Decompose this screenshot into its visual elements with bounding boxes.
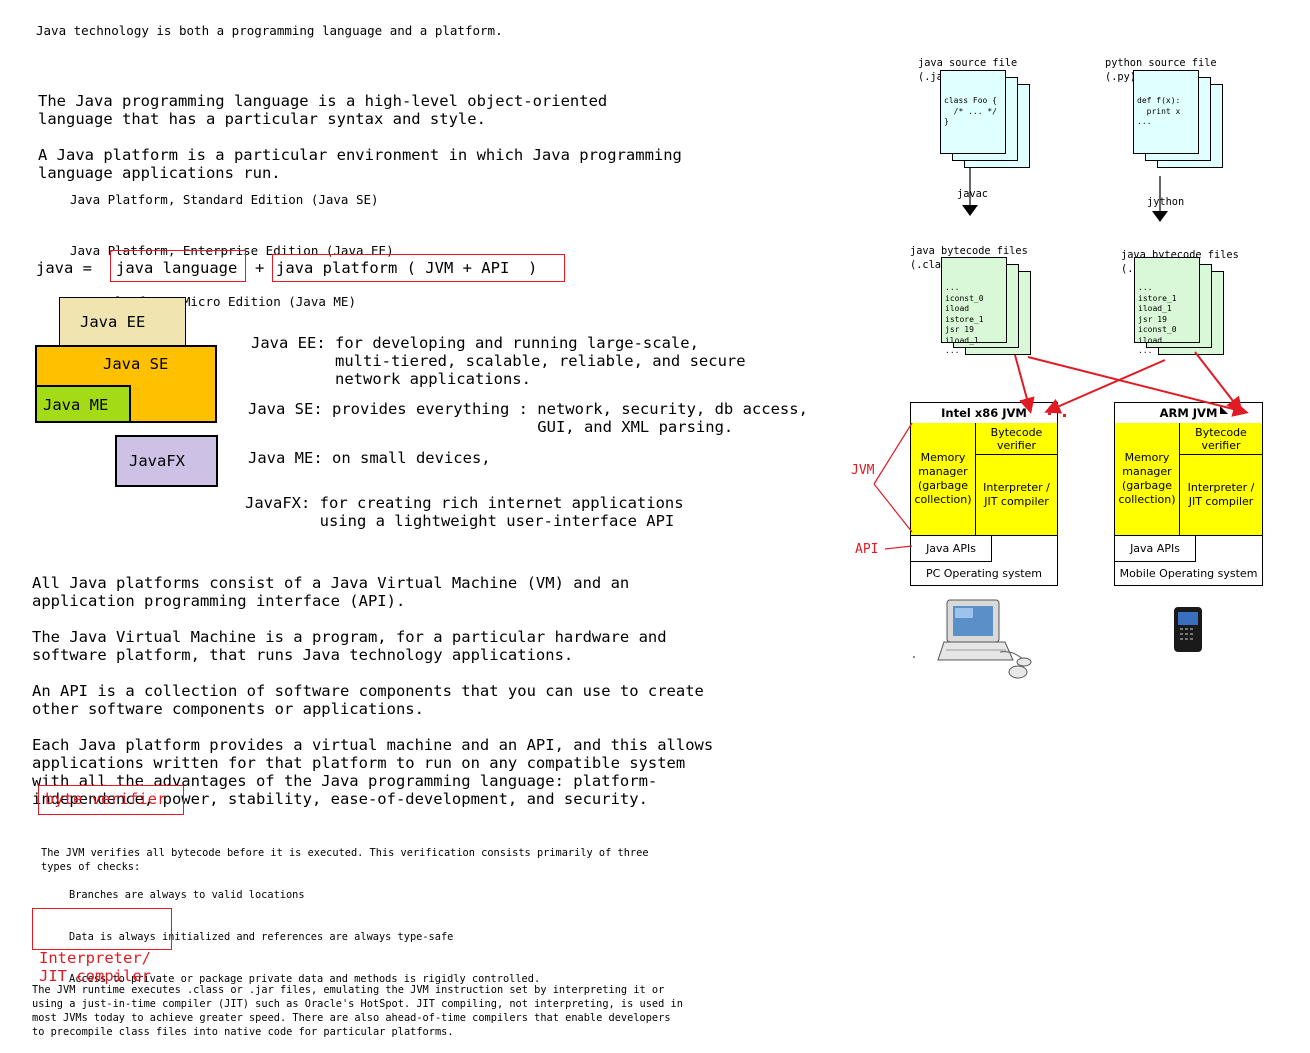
jvm-connector-top: [873, 422, 913, 485]
intel-jvm-stack: Intel x86 JVM Memory manager (garbage co…: [910, 402, 1058, 586]
paragraph-api: An API is a collection of software compo…: [32, 682, 704, 718]
javafx-box: JavaFX: [115, 435, 218, 487]
java-to-arm-arrow: [1027, 356, 1249, 417]
java-me-box: Java ME: [35, 385, 131, 423]
jvm-label: JVM: [851, 463, 875, 478]
paragraph-jvm: The Java Virtual Machine is a program, f…: [32, 628, 667, 664]
mobile-operating-system: Mobile Operating system: [1119, 567, 1258, 580]
check-item: Branches are always to valid locations: [69, 889, 305, 901]
byte-verifier-checks: Branches are always to valid locations D…: [69, 860, 540, 1000]
intro-text: Java technology is both a programming la…: [36, 23, 503, 38]
check-item: Access to private or package private dat…: [69, 973, 541, 985]
java-ee-description: Java EE: for developing and running larg…: [251, 334, 746, 388]
equation-lhs: java =: [36, 259, 92, 277]
intel-memory-manager: Memory manager (garbage collection): [911, 423, 976, 536]
javac-arrow-head: [962, 205, 978, 216]
intel-bytecode-verifier: Bytecode verifier: [976, 423, 1057, 455]
phone-icon: [1174, 607, 1202, 652]
pc-operating-system: PC Operating system: [925, 567, 1043, 580]
api-connector: [884, 545, 913, 550]
java-language-term: java language: [110, 250, 246, 282]
python-source-code: def f(x): print x...: [1133, 70, 1199, 154]
java-se-description: Java SE: provides everything : network, …: [248, 400, 808, 436]
interpreter-heading: Interpreter/JIT compiler: [32, 908, 172, 985]
laptop-icon: [913, 599, 1032, 679]
check-item: Data is always initialized and reference…: [69, 931, 454, 943]
intel-interpreter: Interpreter / JIT compiler: [976, 455, 1057, 536]
paragraph-platform-advantages: Each Java platform provides a virtual ma…: [32, 736, 714, 808]
arm-interpreter: Interpreter / JIT compiler: [1180, 455, 1262, 536]
byte-verifier-text: The JVM verifies all bytecode before it …: [41, 847, 649, 873]
java-source-code: class Foo { /* ... */}: [940, 70, 1006, 154]
platform-definition: A Java platform is a particular environm…: [38, 146, 682, 182]
jython-label: jython: [1147, 196, 1185, 208]
diagram-arrows: [873, 168, 1249, 679]
python-to-arm-arrow: [1194, 351, 1243, 414]
language-definition: The Java programming language is a high-…: [38, 92, 608, 128]
intel-java-apis: Java APIs: [911, 536, 992, 562]
javac-label: javac: [957, 188, 988, 200]
arm-black-mark: [1220, 406, 1228, 414]
arm-memory-manager: Memory manager (garbage collection): [1115, 423, 1180, 536]
java-ee-box: Java EE: [59, 297, 186, 347]
paragraph-vm-api: All Java platforms consist of a Java Vir…: [32, 574, 630, 610]
platform-item: Java Platform, Standard Edition (Java SE…: [70, 192, 379, 207]
arm-jvm-stack: ARM JVM Memory manager (garbage collecti…: [1114, 402, 1263, 586]
jvm-connector-bottom: [873, 483, 913, 533]
java-to-intel-arrow: [1014, 354, 1035, 414]
python-to-intel-arrow: [1044, 359, 1166, 414]
byte-verifier-heading: byte verifier: [38, 785, 184, 815]
jython-arrow-head: [1152, 211, 1168, 222]
javafx-description: JavaFX: for creating rich internet appli…: [245, 494, 684, 530]
python-source-label: python source file(.py): [1105, 57, 1217, 83]
java-me-description: Java ME: on small devices,: [248, 449, 491, 467]
arm-bytecode-verifier: Bytecode verifier: [1180, 423, 1262, 455]
equation-plus: +: [255, 259, 265, 277]
arm-java-apis: Java APIs: [1115, 536, 1196, 562]
api-label: API: [855, 542, 879, 557]
java-platform-term: java platform ( JVM + API ): [272, 254, 565, 282]
